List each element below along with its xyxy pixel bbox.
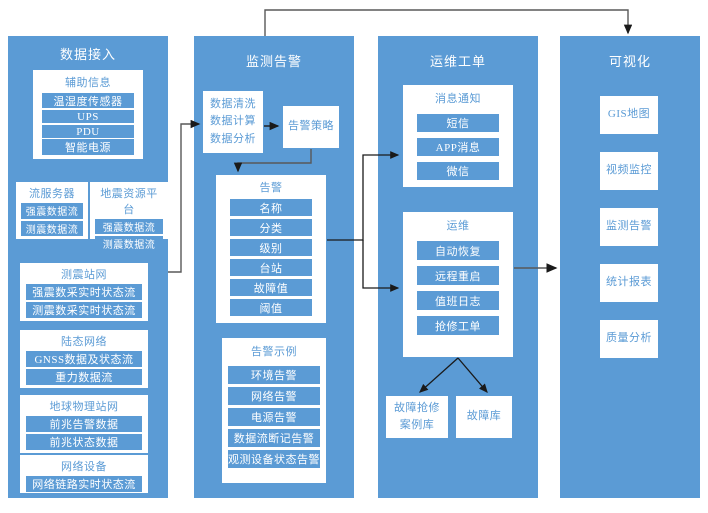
group-title-network-device: 网络设备 [61,461,107,473]
chip-app-message[interactable]: APP消息 [417,138,499,156]
chip-duty-log[interactable]: 值班日志 [417,291,499,310]
box-monitoring-alarm-view[interactable]: 监测告警 [600,208,658,246]
data-processing-line-3: 数据分析 [210,132,256,145]
chip-gnss-data-status[interactable]: GNSS数据及状态流 [26,351,142,367]
panel-title-monitoring-alarm: 监测告警 [245,54,302,69]
group-geophysical-station-network: 地球物理站网 前兆告警数据 前兆状态数据 [20,395,148,453]
box-data-processing[interactable]: 数据清洗 数据计算 数据分析 [203,91,263,153]
chip-stream-server-seismic[interactable]: 测震数据流 [21,220,83,236]
chip-alarm-fault-value[interactable]: 故障值 [230,279,312,296]
chip-wechat[interactable]: 微信 [417,162,499,180]
group-title-auxiliary-info: 辅助信息 [65,77,111,89]
box-statistics-report[interactable]: 统计报表 [600,264,658,302]
chip-smart-power[interactable]: 智能电源 [42,139,134,155]
chip-alarm-threshold[interactable]: 阈值 [230,299,312,316]
group-quake-resource-platform: 地震资源平台 强震数据流 测震数据流 [90,182,168,251]
chip-gravity-data-stream[interactable]: 重力数据流 [26,369,142,385]
group-title-message-notification: 消息通知 [435,93,481,105]
fault-repair-case-library-line-1: 故障抢修 [394,401,440,414]
chip-network-alarm[interactable]: 网络告警 [228,387,320,405]
chip-alarm-level[interactable]: 级别 [230,239,312,256]
chip-alarm-name[interactable]: 名称 [230,199,312,216]
connector-monitoring-to-visualization-top [264,9,633,36]
chip-data-stream-break-alarm[interactable]: 数据流断记告警 [228,429,320,447]
chip-repair-work-order[interactable]: 抢修工单 [417,316,499,335]
chip-network-link-realtime-status[interactable]: 网络链路实时状态流 [26,476,142,492]
group-auxiliary-info: 辅助信息 温湿度传感器 UPS PDU 智能电源 [33,70,143,159]
group-stream-server: 流服务器 强震数据流 测震数据流 [16,182,88,239]
chip-pdu[interactable]: PDU [42,125,134,138]
group-title-crustal-deformation-network: 陆态网络 [61,336,107,348]
chip-precursor-alarm-data[interactable]: 前兆告警数据 [26,416,142,432]
fault-repair-case-library-line-2: 案例库 [399,419,435,431]
group-message-notification: 消息通知 短信 APP消息 微信 [403,85,513,187]
group-title-alarm-examples: 告警示例 [251,346,297,358]
group-title-geophysical-station-network: 地球物理站网 [49,401,119,413]
data-processing-line-2: 数据计算 [210,115,256,128]
chip-auto-recovery[interactable]: 自动恢复 [417,241,499,260]
chip-strong-motion-realtime-status[interactable]: 强震数采实时状态流 [26,284,142,300]
chip-ups[interactable]: UPS [42,110,134,123]
chip-sms[interactable]: 短信 [417,114,499,132]
chip-alarm-category[interactable]: 分类 [230,219,312,236]
group-seismic-station-network: 测震站网 强震数采实时状态流 测震数采实时状态流 [20,263,148,321]
group-operations: 运维 自动恢复 远程重启 值班日志 抢修工单 [403,212,513,357]
box-video-surveillance[interactable]: 视频监控 [600,152,658,190]
box-fault-repair-case-library[interactable]: 故障抢修 案例库 [386,396,448,438]
chip-platform-strong-motion[interactable]: 强震数据流 [95,219,163,234]
data-processing-line-1: 数据清洗 [210,98,256,111]
group-alarm-examples: 告警示例 环境告警 网络告警 电源告警 数据流断记告警 观测设备状态告警 [222,338,326,483]
chip-observation-device-status-alarm[interactable]: 观测设备状态告警 [228,450,320,468]
group-crustal-deformation-network: 陆态网络 GNSS数据及状态流 重力数据流 [20,330,148,388]
box-alarm-strategy[interactable]: 告警策略 [283,106,339,148]
box-fault-library[interactable]: 故障库 [456,396,512,438]
box-gis-map[interactable]: GIS地图 [600,96,658,134]
chip-remote-restart[interactable]: 远程重启 [417,266,499,285]
panel-title-data-access: 数据接入 [59,47,116,62]
chip-power-alarm[interactable]: 电源告警 [228,408,320,426]
chip-seismic-realtime-status[interactable]: 测震数采实时状态流 [26,302,142,318]
panel-title-visualization: 可视化 [608,54,651,69]
chip-precursor-status-data[interactable]: 前兆状态数据 [26,434,142,450]
chip-platform-seismic[interactable]: 测震数据流 [95,236,163,251]
group-title-operations: 运维 [446,220,470,232]
chip-alarm-station[interactable]: 台站 [230,259,312,276]
group-title-alarm: 告警 [259,182,283,194]
group-title-quake-resource-platform: 地震资源平台 [100,188,158,216]
chip-stream-server-strong-motion[interactable]: 强震数据流 [21,203,83,219]
group-title-seismic-station-network: 测震站网 [61,269,107,281]
box-quality-analysis[interactable]: 质量分析 [600,320,658,358]
group-network-device: 网络设备 网络链路实时状态流 [20,455,148,493]
group-alarm: 告警 名称 分类 级别 台站 故障值 阈值 [216,175,326,323]
panel-title-ops-work-order: 运维工单 [429,54,486,69]
group-title-stream-server: 流服务器 [29,188,75,200]
chip-environment-alarm[interactable]: 环境告警 [228,366,320,384]
chip-temp-humidity-sensor[interactable]: 温湿度传感器 [42,93,134,108]
